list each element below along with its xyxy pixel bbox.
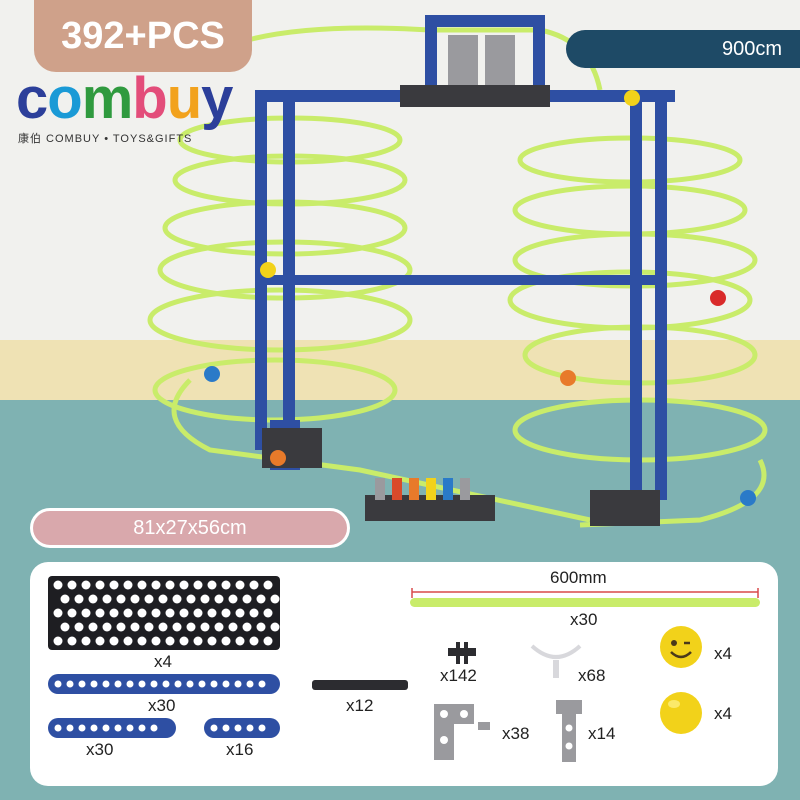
left-base-plate — [262, 428, 322, 468]
grey-bracket — [485, 35, 515, 85]
small-bracket-qty: x14 — [588, 724, 616, 743]
track-clip-icon — [530, 644, 582, 678]
long-beam-qty: x30 — [148, 696, 176, 715]
short-beam-qty: x30 — [86, 740, 114, 759]
bowling-pins — [375, 478, 470, 500]
track-length-badge: 900cm — [566, 30, 800, 68]
logo-wordmark: combuy — [16, 66, 233, 131]
axle-qty: x12 — [346, 696, 374, 715]
board-qty: x4 — [154, 652, 172, 671]
connector-icon — [448, 642, 476, 664]
orange-ball — [560, 370, 576, 386]
left-spiral-track — [147, 115, 591, 523]
blue-frame — [255, 15, 675, 500]
bracket-icon — [434, 704, 490, 760]
orange-ball — [270, 450, 286, 466]
blue-ball — [204, 366, 220, 382]
rod-dimension-line-icon — [410, 588, 760, 607]
yellow-ball — [624, 90, 640, 106]
plain-ball-qty: x4 — [714, 704, 732, 723]
grey-bracket — [448, 35, 478, 85]
marble-run-illustration — [147, 15, 768, 528]
red-ball — [710, 290, 726, 306]
dimensions-badge: 81x27x56cm — [30, 508, 350, 548]
mid-beam-icon — [204, 718, 280, 738]
clip-qty: x68 — [578, 666, 606, 685]
parts-list-panel: x4 x30 x30 x16 x12 600mm x30 x142 x68 — [30, 562, 778, 786]
axle-icon — [312, 680, 408, 690]
connector-qty: x142 — [440, 666, 477, 685]
logo-subtitle: 康伯 COMBUY • TOYS&GIFTS — [18, 133, 193, 145]
yellow-ball — [260, 262, 276, 278]
long-beam-icon — [48, 674, 280, 694]
mid-beam-qty: x16 — [226, 740, 254, 759]
small-bracket-icon — [556, 700, 582, 762]
short-beam-icon — [48, 718, 176, 738]
blue-ball — [740, 490, 756, 506]
right-base-plate — [590, 490, 660, 526]
rod-qty: x30 — [570, 610, 598, 629]
smiley-ball-icon — [660, 626, 702, 668]
combuy-logo: combuy 康伯 COMBUY • TOYS&GIFTS — [16, 70, 276, 150]
rod-length: 600mm — [550, 568, 607, 587]
bracket-qty: x38 — [502, 724, 530, 743]
plain-ball-icon — [660, 692, 702, 734]
smiley-ball-qty: x4 — [714, 644, 732, 663]
top-base-plate — [400, 85, 550, 107]
piece-count-badge: 392+PCS — [34, 0, 252, 72]
perforated-board-icon — [48, 576, 280, 650]
